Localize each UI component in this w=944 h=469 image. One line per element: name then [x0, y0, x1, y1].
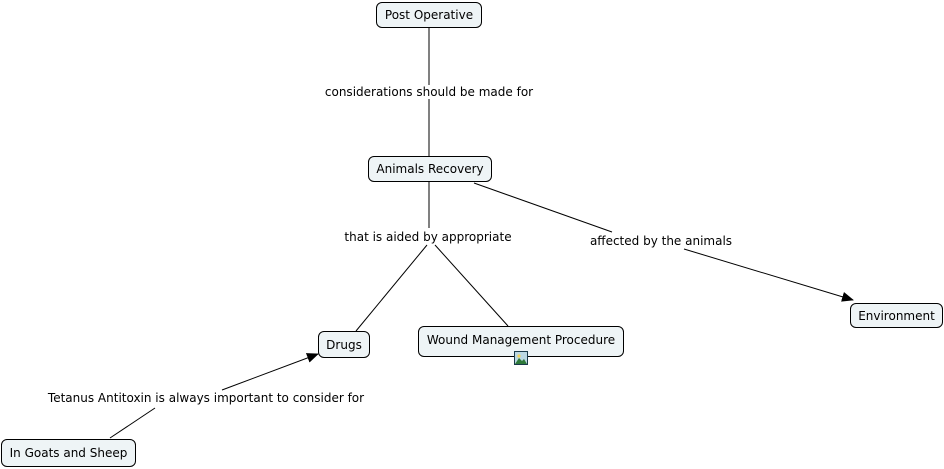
- concept-goats-and-sheep[interactable]: In Goats and Sheep: [1, 439, 136, 467]
- link-label-affected-by: affected by the animals: [588, 234, 734, 248]
- link-aided-to-drugs: [355, 244, 428, 332]
- link-affected-to-environment: [683, 248, 854, 302]
- link-label-considerations: considerations should be made for: [323, 85, 535, 99]
- concept-environment[interactable]: Environment: [850, 303, 943, 328]
- concept-post-operative[interactable]: Post Operative: [376, 2, 482, 28]
- link-tetanus-to-drugs: [221, 353, 319, 391]
- concept-animals-recovery[interactable]: Animals Recovery: [368, 156, 492, 182]
- image-resource-icon[interactable]: [514, 351, 528, 365]
- link-label-aided-by: that is aided by appropriate: [343, 230, 513, 244]
- link-label-tetanus: Tetanus Antitoxin is always important to…: [46, 391, 366, 405]
- concept-drugs[interactable]: Drugs: [318, 331, 370, 358]
- link-recovery-to-affected-label: [473, 182, 613, 233]
- link-aided-to-wound-management: [434, 244, 509, 327]
- link-goats-to-tetanus-label: [109, 407, 156, 439]
